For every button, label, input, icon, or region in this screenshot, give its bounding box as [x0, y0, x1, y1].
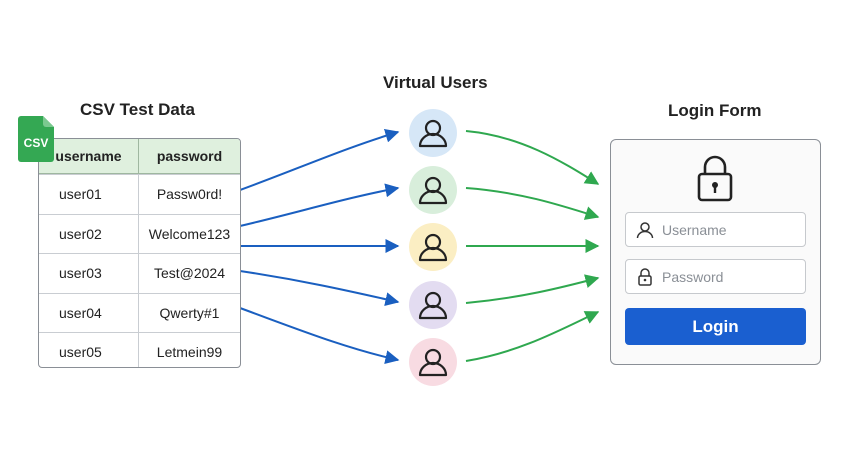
virtual-user-1: [409, 109, 457, 157]
login-button[interactable]: Login: [625, 308, 806, 345]
login-form: Login: [610, 139, 821, 365]
user-icon: [409, 338, 457, 386]
username-field[interactable]: [625, 212, 806, 247]
virtual-user-4: [409, 281, 457, 329]
password-cell: Welcome123: [148, 225, 231, 242]
password-field[interactable]: [625, 259, 806, 294]
password-cell: Letmein99: [156, 344, 223, 361]
user-to-login-arrow-2: [465, 187, 600, 220]
csv-icon-label: CSV: [23, 136, 49, 150]
password-input[interactable]: [662, 260, 802, 293]
virtual-users-title: Virtual Users: [383, 73, 488, 92]
table-row: user01 Passw0rd!: [39, 174, 240, 214]
virtual-user-2: [409, 166, 457, 214]
user-to-login-arrow-1: [465, 130, 600, 185]
user-icon: [409, 223, 457, 271]
csv-to-user-arrow-4: [239, 270, 400, 307]
username-cell: user05: [39, 333, 139, 367]
user-to-login-arrow-5: [465, 311, 600, 362]
csv-header-row: username password: [39, 139, 240, 174]
user-icon: [409, 281, 457, 329]
username-input[interactable]: [662, 213, 802, 246]
csv-file-icon: CSV: [18, 116, 54, 162]
table-row: user02 Welcome123: [39, 213, 240, 253]
table-row: user05 Letmein99: [39, 332, 240, 367]
padlock-icon: [638, 268, 652, 286]
password-cell: Test@2024: [153, 265, 226, 282]
password-cell: Passw0rd!: [156, 186, 223, 203]
username-cell: user04: [39, 293, 139, 332]
csv-table: username password user01 Passw0rd! user0…: [38, 138, 241, 368]
table-row: user03 Test@2024: [39, 253, 240, 293]
table-row: user04 Qwerty#1: [39, 292, 240, 332]
column-header-password: password: [156, 148, 223, 164]
csv-to-user-arrow-5: [239, 307, 400, 365]
lock-icon: [697, 155, 733, 202]
csv-to-user-arrow-2: [239, 183, 400, 227]
username-cell: user03: [39, 254, 139, 293]
person-icon: [636, 222, 654, 239]
user-to-login-arrow-4: [465, 274, 600, 304]
user-icon: [409, 166, 457, 214]
virtual-user-5: [409, 338, 457, 386]
user-icon: [409, 109, 457, 157]
login-form-title: Login Form: [668, 101, 762, 120]
username-cell: user01: [39, 175, 139, 214]
csv-to-user-arrow-1: [239, 128, 400, 191]
column-header-username: username: [39, 139, 139, 173]
csv-test-data-title: CSV Test Data: [80, 100, 195, 119]
virtual-user-3: [409, 223, 457, 271]
password-cell: Qwerty#1: [159, 304, 220, 321]
username-cell: user02: [39, 214, 139, 253]
